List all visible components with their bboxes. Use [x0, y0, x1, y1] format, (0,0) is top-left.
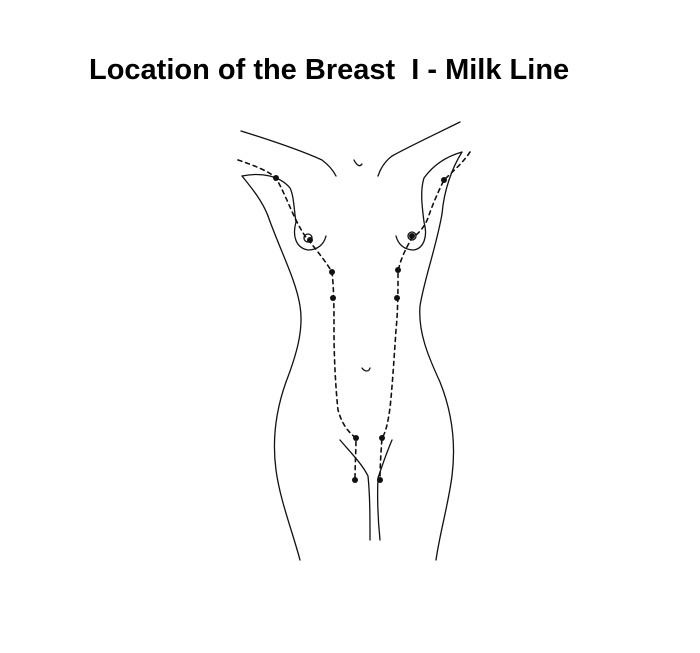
milk-line-dot [441, 177, 447, 183]
navel [361, 367, 371, 372]
left-torso-outline [267, 215, 302, 561]
right-arm-outline [377, 121, 461, 177]
milk-line-dot [395, 267, 401, 273]
milk-line-dot [353, 435, 359, 441]
milk-line-dot [394, 295, 400, 301]
left-arm-outline [240, 130, 337, 177]
milk-line-dot [379, 435, 385, 441]
milk-line-dot [409, 233, 415, 239]
right-groin-line [376, 439, 393, 541]
neck-notch [353, 159, 363, 167]
milk-line-dot [307, 237, 313, 243]
right-shoulder-outline [421, 151, 463, 223]
milk-line-dot [273, 175, 279, 181]
milk-line-dot [352, 477, 358, 483]
right-milk-line [379, 151, 471, 481]
left-groin-line [339, 439, 371, 541]
left-shoulder-outline [241, 173, 297, 223]
right-areola [407, 231, 417, 241]
milk-line-dot [377, 477, 383, 483]
milk-line-dot [330, 295, 336, 301]
milk-line-dot [329, 269, 335, 275]
left-milk-line [237, 159, 357, 481]
left-breast-outline [293, 221, 327, 251]
slide-title: Location of the Breast I - Milk Line [89, 54, 570, 86]
left-armpit-curve [241, 175, 269, 217]
right-torso-outline [419, 213, 455, 561]
right-armpit-curve [441, 151, 463, 215]
right-breast-outline [395, 221, 427, 251]
